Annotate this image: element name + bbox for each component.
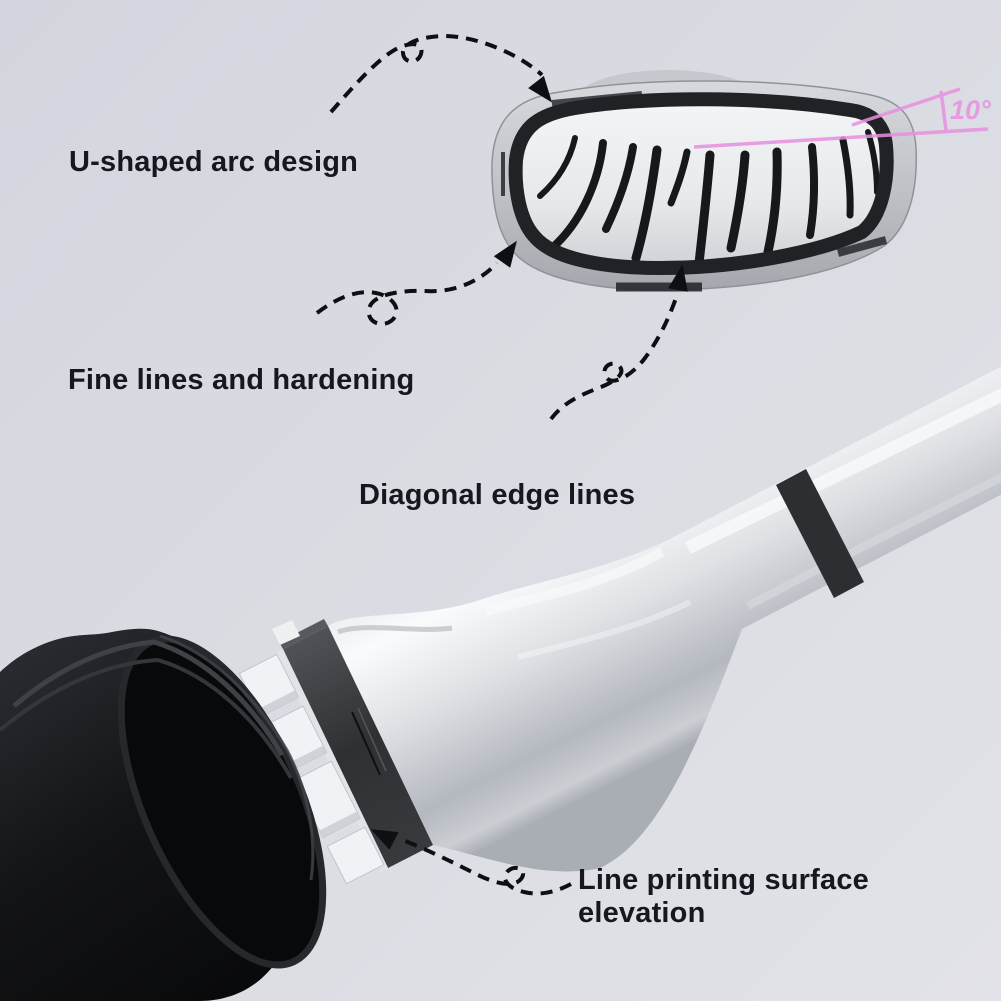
arrowhead-fine-lines (493, 240, 517, 268)
angle-annotation: 10° (693, 87, 991, 149)
collar-scratch-line-2 (357, 707, 387, 772)
dashed-arrow-fine-lines (315, 261, 499, 326)
handle-body (328, 366, 1001, 872)
stamp-block-facet (285, 745, 327, 772)
angle-value: 10° (950, 95, 991, 125)
label-u-shaped-arc-design: U-shaped arc design (69, 146, 359, 178)
stamp-block-facet (257, 690, 299, 717)
dashed-arrow-diagonal (549, 297, 678, 421)
label-diagonal-edge-lines: Diagonal edge lines (359, 479, 636, 511)
dashed-arrow-u-shaped (329, 33, 544, 114)
arc-head-bottom-right-gasket-segment (836, 236, 888, 257)
arrowhead-diagonal (668, 264, 688, 292)
cup-rim-sheen (159, 634, 315, 881)
label-line-printing-surface-elevation: Line printing surface elevation (578, 864, 869, 930)
head-collar (283, 626, 433, 868)
cap-cup-illustration (0, 628, 327, 1001)
stamp-block (326, 826, 385, 885)
stamp-block-facet (319, 811, 361, 838)
dashed-arrow-printing (399, 837, 572, 896)
stamp-block-top (272, 620, 300, 645)
handle-illustration (238, 366, 1001, 885)
arrowhead-u-shaped (528, 75, 553, 103)
bell-top-crease (337, 625, 453, 635)
head-collar-top-face (279, 619, 328, 649)
bell-lower-sheen (517, 599, 692, 660)
label-line-printing-surface-line2: elevation (578, 897, 706, 929)
cup-thread-ridge-2 (0, 657, 293, 779)
callout-arrowheads (370, 75, 688, 850)
handle-top-highlight (685, 388, 1001, 554)
handle-bottom-reflection (746, 473, 1001, 610)
bell-highlight (484, 547, 665, 616)
label-line-printing-surface-line1: Line printing surface (578, 864, 870, 896)
handle-black-band (776, 469, 864, 598)
arc-head-rubber-ring (508, 92, 894, 275)
cup-opening-interior (121, 639, 323, 965)
angle-tick (939, 90, 948, 131)
collar-scratch-line-1 (351, 711, 381, 776)
cup-thread-ridge-1 (12, 639, 285, 757)
callout-arrows (315, 33, 678, 896)
arc-head-illustration (491, 70, 917, 292)
stamp-base-strip (276, 649, 388, 872)
arrowhead-printing (370, 829, 399, 850)
label-fine-lines-and-hardening: Fine lines and hardening (68, 364, 415, 396)
angle-baseline (693, 127, 989, 149)
